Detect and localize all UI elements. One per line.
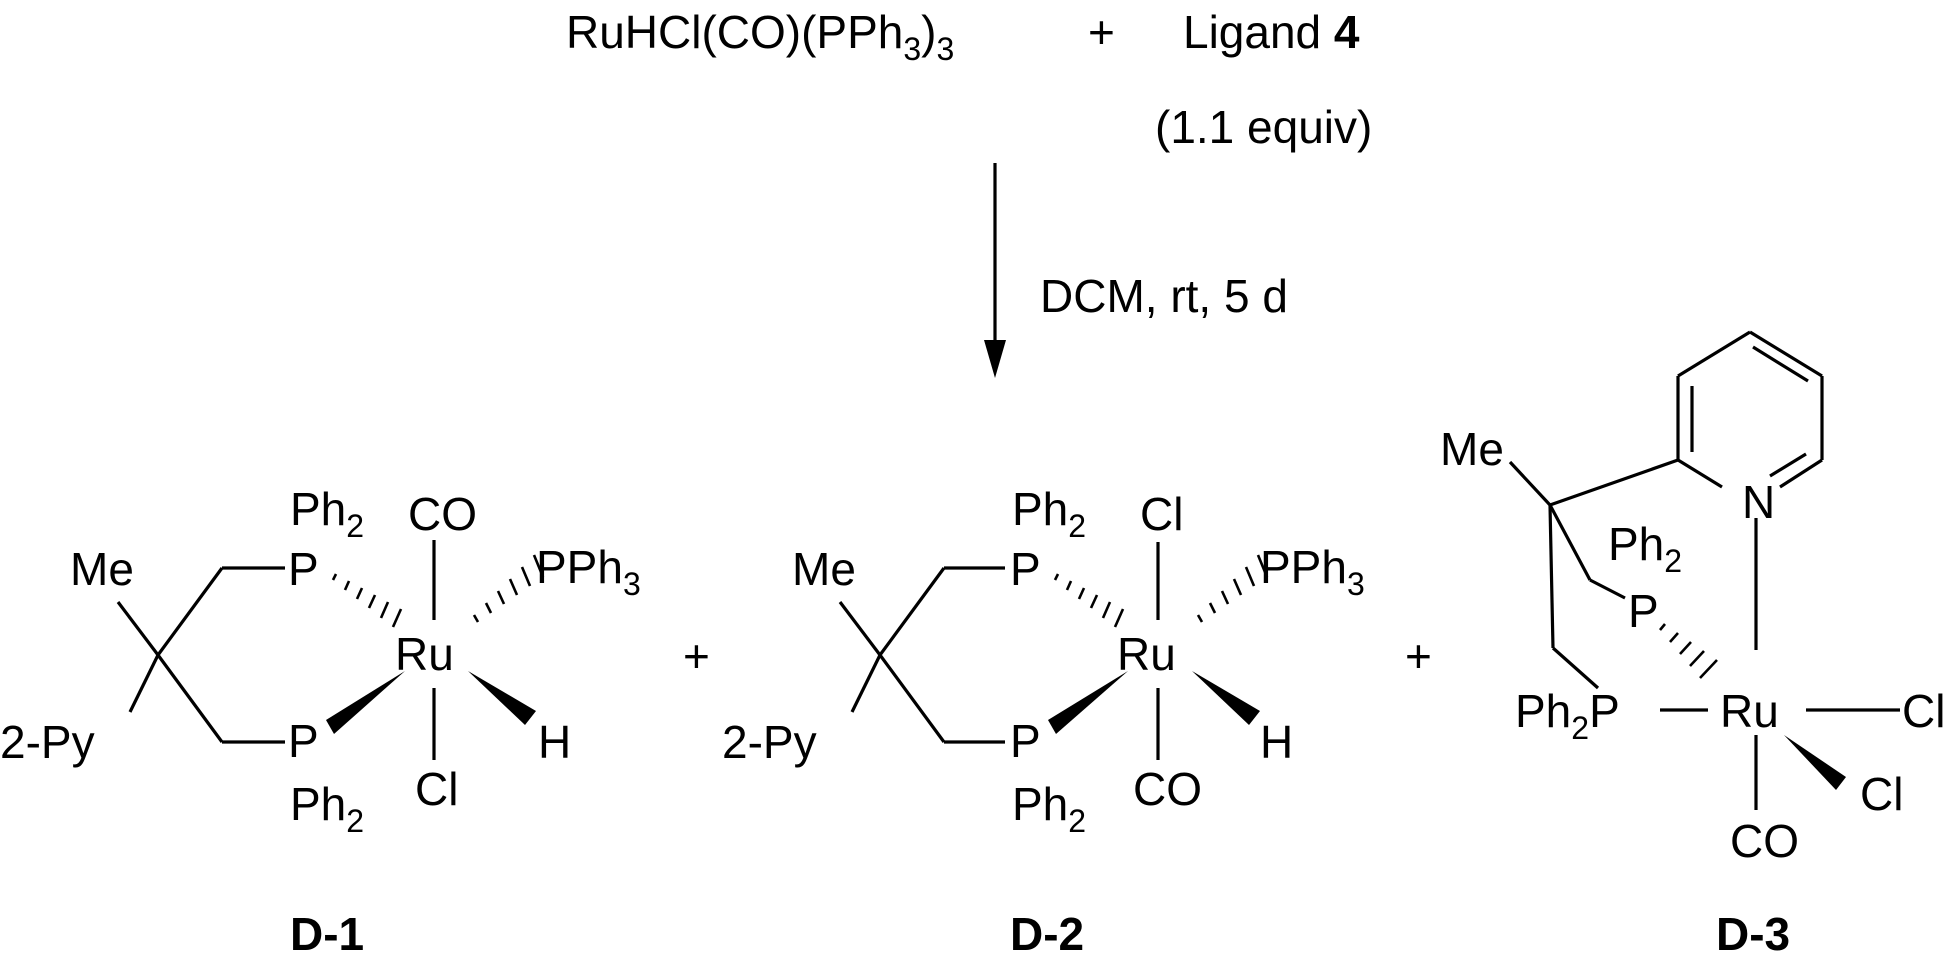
d3-co-label: CO bbox=[1730, 815, 1799, 867]
d1-h-label: H bbox=[538, 716, 571, 768]
d1-py-label: 2-Py bbox=[0, 716, 95, 768]
d3-bond-ch2a-p bbox=[1589, 578, 1626, 600]
d3-ph-upper-label: Ph2 bbox=[1608, 518, 1682, 579]
reagent-plus: + bbox=[1088, 6, 1115, 58]
product-d3: Me N Ph2 P Ph2P Ru Cl Cl CO D-3 bbox=[1440, 330, 1945, 960]
d1-ph-bot-label: Ph2 bbox=[290, 778, 364, 839]
d3-pph2-left-label: Ph2P bbox=[1515, 685, 1620, 746]
d2-hash-p-ru bbox=[1053, 573, 1125, 628]
d3-hash-p-ru bbox=[1659, 623, 1718, 679]
d3-compound-id: D-3 bbox=[1716, 908, 1790, 960]
d1-cl-label: Cl bbox=[415, 763, 458, 815]
reaction-conditions: DCM, rt, 5 d bbox=[1040, 270, 1288, 322]
d1-ru-label: Ru bbox=[395, 628, 454, 680]
d1-wedge-ru-p bbox=[326, 671, 405, 734]
d2-wedge-ru-h bbox=[1192, 671, 1260, 725]
d3-wedge-ru-cl bbox=[1784, 735, 1846, 790]
d3-bond-quat-py bbox=[1549, 458, 1679, 507]
d1-compound-id: D-1 bbox=[290, 908, 364, 960]
d1-wedge-ru-h bbox=[468, 671, 536, 725]
d2-h-label: H bbox=[1260, 716, 1293, 768]
d2-pph3-label: PPh3 bbox=[1260, 541, 1365, 602]
d3-pyridine-ring bbox=[1676, 330, 1824, 489]
d1-bond-quat-me bbox=[116, 601, 160, 656]
product-d1: Me 2-Py Ph2 P P Ph2 Ru CO Cl PPh3 H D-1 bbox=[0, 483, 641, 960]
product-d2: Me 2-Py Ph2 P P Ph2 Ru Cl CO PPh3 H D-2 bbox=[722, 483, 1365, 960]
d1-bond-quat-py bbox=[128, 654, 160, 713]
d2-ru-label: Ru bbox=[1117, 628, 1176, 680]
d2-co-label: CO bbox=[1133, 763, 1202, 815]
d2-p-bot-label: P bbox=[1010, 715, 1041, 767]
d2-p-top-label: P bbox=[1010, 543, 1041, 595]
d3-bond-quat-ch2b bbox=[1548, 504, 1555, 649]
products-plus-2: + bbox=[1405, 630, 1432, 682]
d2-bond-quat-py bbox=[850, 654, 882, 713]
d3-me-label: Me bbox=[1440, 423, 1504, 475]
d1-hash-p-ru bbox=[331, 573, 403, 628]
d2-wedge-ru-p bbox=[1048, 671, 1128, 734]
d1-p-bot-label: P bbox=[288, 715, 319, 767]
d2-cl-label: Cl bbox=[1140, 488, 1183, 540]
d3-n-label: N bbox=[1742, 476, 1775, 528]
d1-p-top-label: P bbox=[288, 543, 319, 595]
products-plus-1: + bbox=[683, 630, 710, 682]
ligand-equiv: (1.1 equiv) bbox=[1155, 101, 1372, 153]
ligand-label: Ligand 4 bbox=[1183, 6, 1360, 58]
reaction-header: RuHCl(CO)(PPh3)3 + Ligand 4 (1.1 equiv) … bbox=[566, 6, 1372, 378]
d3-ru-label: Ru bbox=[1720, 685, 1779, 737]
d1-bond-quat-ch2bot bbox=[156, 654, 224, 743]
d2-ph-bot-label: Ph2 bbox=[1012, 778, 1086, 839]
d3-cl-right-label: Cl bbox=[1902, 685, 1945, 737]
d1-bond-quat-ch2top bbox=[156, 567, 224, 656]
d3-bond-quat-me bbox=[1508, 460, 1552, 507]
d2-ph-top-label: Ph2 bbox=[1012, 483, 1086, 544]
d1-co-label: CO bbox=[408, 488, 477, 540]
d2-bond-quat-me bbox=[838, 601, 882, 656]
reaction-arrow-head bbox=[984, 340, 1006, 378]
d2-py-label: 2-Py bbox=[722, 716, 817, 768]
d1-me-label: Me bbox=[70, 543, 134, 595]
d3-cl-wedge-label: Cl bbox=[1860, 768, 1903, 820]
d3-bond-quat-ch2a bbox=[1548, 504, 1592, 581]
d1-ph-top-label: Ph2 bbox=[290, 483, 364, 544]
d3-p-upper-label: P bbox=[1628, 585, 1659, 637]
d2-bond-quat-ch2top bbox=[878, 567, 946, 656]
d1-pph3-label: PPh3 bbox=[536, 541, 641, 602]
reagent-formula: RuHCl(CO)(PPh3)3 bbox=[566, 6, 954, 67]
d3-bond-ch2b-p bbox=[1551, 646, 1600, 690]
d2-me-label: Me bbox=[792, 543, 856, 595]
d1-hash-ru-pph3 bbox=[472, 554, 545, 623]
d2-compound-id: D-2 bbox=[1010, 908, 1084, 960]
d2-hash-ru-pph3 bbox=[1196, 554, 1269, 623]
d2-bond-quat-ch2bot bbox=[878, 654, 946, 743]
